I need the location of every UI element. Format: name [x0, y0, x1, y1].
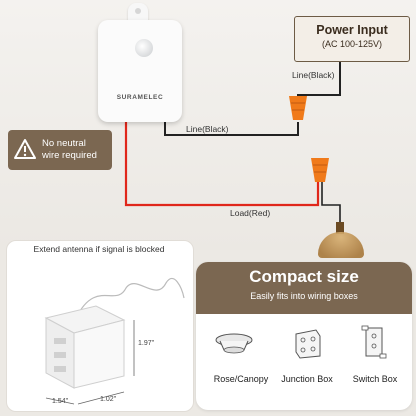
- rose-canopy-label: Rose/Canopy: [213, 374, 269, 384]
- sensor-mount-tab: [128, 3, 148, 25]
- module-side-face: [73, 319, 125, 389]
- wire-nut-bottom: [311, 158, 329, 182]
- dimension-height: 1.97": [138, 340, 155, 347]
- junction-box-label: Junction Box: [281, 374, 333, 384]
- wire-nut-top: [289, 96, 307, 120]
- warning-text: No neutral wire required: [42, 138, 112, 162]
- compact-size-title: Compact size: [249, 267, 359, 286]
- lamp-wire: [321, 180, 341, 232]
- power-input-title: Power Input: [316, 23, 388, 37]
- compact-size-subtitle: Easily fits into wiring boxes: [250, 291, 358, 301]
- pir-lens-icon: [135, 39, 153, 57]
- compact-size-header: [196, 262, 412, 314]
- power-input-box: Power Input (AC 100-125V): [294, 16, 410, 62]
- antenna-wire: [75, 277, 185, 319]
- load-label: Load(Red): [230, 208, 271, 218]
- warning-icon: [14, 139, 36, 159]
- module-dimension-drawing: [44, 277, 185, 405]
- mount-hole: [135, 8, 141, 14]
- rose-canopy-icon: [215, 333, 253, 354]
- line-label-top: Line(Black): [292, 70, 335, 80]
- antenna-note: Extend antenna if signal is blocked: [33, 244, 165, 254]
- switch-box-icon: [361, 325, 387, 359]
- brand-label: SURAMELEC: [116, 94, 164, 101]
- power-input-subtitle: (AC 100-125V): [321, 39, 383, 49]
- warning-line-1: No neutral: [42, 138, 86, 149]
- lamp-socket: [336, 222, 344, 234]
- dimension-width: 1.54": [52, 398, 69, 405]
- switch-box-label: Switch Box: [352, 374, 398, 384]
- line-label-mid: Line(Black): [186, 124, 229, 134]
- warning-line-2: wire required: [42, 150, 97, 161]
- junction-box-icon: [295, 329, 321, 359]
- line-wire-mid: [164, 120, 299, 136]
- motion-sensor-device: [98, 20, 182, 122]
- load-wire: [124, 122, 320, 207]
- dimension-depth: 1.02": [100, 396, 117, 403]
